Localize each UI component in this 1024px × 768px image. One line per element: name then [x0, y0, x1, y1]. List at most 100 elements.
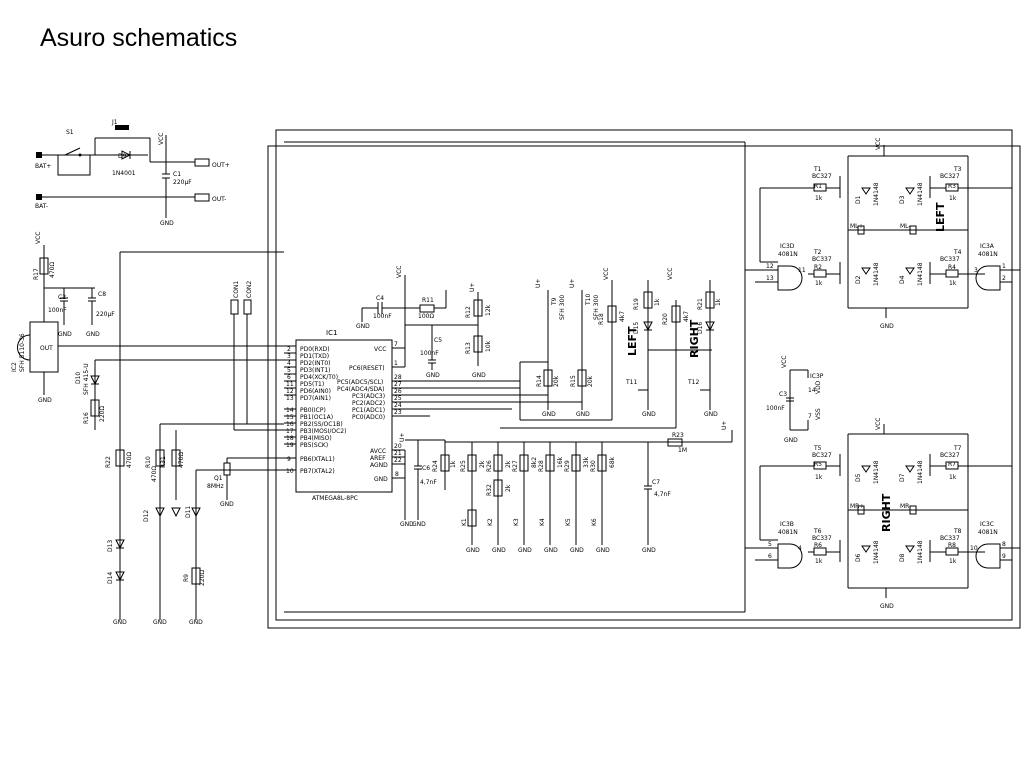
ic3p-power [786, 369, 809, 431]
d4-part-label: 1N4148 [917, 262, 924, 286]
vplus-label-t10: U+ [569, 279, 576, 288]
ic1-pinnum-17: 17 [286, 428, 294, 435]
vcc-label-r20: VCC [667, 268, 674, 280]
t10-part-label: SFH 300 [593, 295, 600, 320]
ic1-pinnum-13: 13 [286, 395, 294, 402]
c6-value-label: 4,7nF [420, 479, 437, 486]
gnd-label-c6: GND [412, 521, 426, 528]
r30-value-label: 68k [609, 456, 616, 468]
r26-label: R26 [486, 460, 493, 472]
con1-label: CON1 [233, 281, 240, 298]
ic1-pin-pb0: PB0(ICP) [300, 407, 326, 414]
ic1-pin-pc6: PC6(RESET) [349, 365, 385, 372]
ic1-pinnum-19: 19 [286, 442, 294, 449]
t3-part-label: BC327 [940, 173, 960, 180]
t4-label: T4 [953, 249, 962, 256]
ml-minus-label: ML- [900, 223, 911, 230]
r8-value-label: 1k [949, 558, 957, 565]
k3-label: K3 [513, 518, 520, 526]
ic1-pin-pd1: PD1(TXD) [300, 353, 329, 360]
ic1-pin-pd4: PD4(XCK/T0) [300, 374, 338, 381]
ic1-pin-pc3: PC3(ADC3) [352, 393, 385, 400]
r1-label: R1 [814, 183, 822, 190]
vplus-label-r23: U+ [721, 421, 728, 430]
gnd-label-bridge-left: GND [880, 323, 894, 330]
d5-label: D5 [855, 473, 862, 482]
c5-value-label: 100nF [420, 350, 439, 357]
bus-frame [267, 129, 1021, 629]
c2-value-label: 100nF [48, 307, 67, 314]
out-plus-label: OUT+ [212, 162, 230, 169]
gnd-label-ic2: GND [38, 397, 52, 404]
t5-label: T5 [813, 445, 822, 452]
ic3p-pin7: 7 [808, 413, 812, 420]
k1-label: K1 [461, 518, 468, 526]
ic1-pinnum-16: 16 [286, 421, 294, 428]
power-supply-section [36, 125, 210, 218]
d1-part-label: 1N4148 [873, 182, 880, 206]
vplus-label-r12: U+ [469, 283, 476, 292]
ic3d-pin-13: 13 [766, 275, 774, 282]
con2-label: CON2 [246, 281, 253, 298]
ic1-pin-agnd: AGND [370, 462, 388, 469]
switch-ladder [445, 430, 733, 545]
r1-value-label: 1k [815, 195, 823, 202]
ic1-pinnum-7: 7 [394, 341, 398, 348]
ic2-out-label: OUT [40, 345, 53, 352]
r9-label: R9 [183, 574, 190, 582]
gnd-label-ic3p: GND [784, 437, 798, 444]
ic3b-pin-5: 5 [768, 541, 772, 548]
r26-value-label: 2k [505, 460, 512, 468]
gnd-label-c4: GND [356, 323, 370, 330]
c7-value-label: 4,7nF [654, 491, 671, 498]
ic1-pin-pb4: PB4(MISO) [300, 435, 332, 442]
ic1-pinnum-22: 22 [394, 457, 402, 464]
d2-part-label: 1N4148 [873, 262, 880, 286]
r13-value-label: 10k [485, 340, 492, 352]
ic3c-pin-9: 9 [1002, 553, 1006, 560]
ic1-pinnum-8: 8 [395, 471, 399, 478]
c1-label: C1 [173, 171, 181, 178]
r6-value-label: 1k [815, 558, 823, 565]
r14-label: R14 [536, 375, 543, 387]
h-bridge-right [745, 424, 1020, 598]
bridge-left-label: LEFT [934, 202, 947, 232]
ic3d-pin-12: 12 [766, 263, 774, 270]
d10-label: D10 [75, 372, 82, 384]
r20-value-label: 4k7 [683, 311, 690, 322]
ic1-pin-pb6: PB6(XTAL1) [300, 456, 335, 463]
t3-label: T3 [953, 166, 962, 173]
ic1-pin-gnd: GND [374, 476, 388, 483]
ic1-pin-vcc: VCC [374, 346, 386, 353]
gnd-label-k4: GND [544, 547, 558, 554]
slide-title: Asuro schematics [40, 24, 238, 52]
r17-value-label: 470Ω [49, 262, 56, 278]
ic1-ref-label: IC1 [326, 329, 337, 337]
ic1-pinnum-3: 3 [287, 353, 291, 360]
r21-value-label: 1k [715, 298, 722, 306]
t9-label: T9 [551, 297, 558, 306]
ic1-pin-pd3: PD3(INT1) [300, 367, 330, 374]
d3-part-label: 1N4148 [917, 182, 924, 206]
ic3c-part-label: 4081N [978, 529, 998, 536]
ic1-pinnum-28: 28 [394, 374, 402, 381]
r28-label: R28 [538, 460, 545, 472]
k5-label: K5 [565, 518, 572, 526]
d16-label: D16 [697, 322, 704, 334]
r22-label: R22 [105, 456, 112, 468]
vcc-label-bridge-right: VCC [875, 418, 882, 430]
ic3b-pin-4: 4 [798, 545, 802, 552]
ic3c-label: IC3C [980, 521, 994, 528]
d7-part-label: 1N4148 [917, 460, 924, 484]
ic1-pinnum-23: 23 [394, 409, 402, 416]
r14-value-label: 20k [553, 375, 560, 387]
r12-label: R12 [465, 306, 472, 318]
r7-value-label: 1k [949, 474, 957, 481]
ic1-pin-pb7: PB7(XTAL2) [300, 468, 335, 475]
gnd-label-t11: GND [642, 411, 656, 418]
r2-label: R2 [814, 264, 822, 271]
c8-value-label: 220µF [96, 311, 115, 318]
r18-value-label: 4k7 [619, 311, 626, 322]
ic1-pinnum-20: 20 [394, 443, 402, 450]
r15-value-label: 20k [587, 375, 594, 387]
